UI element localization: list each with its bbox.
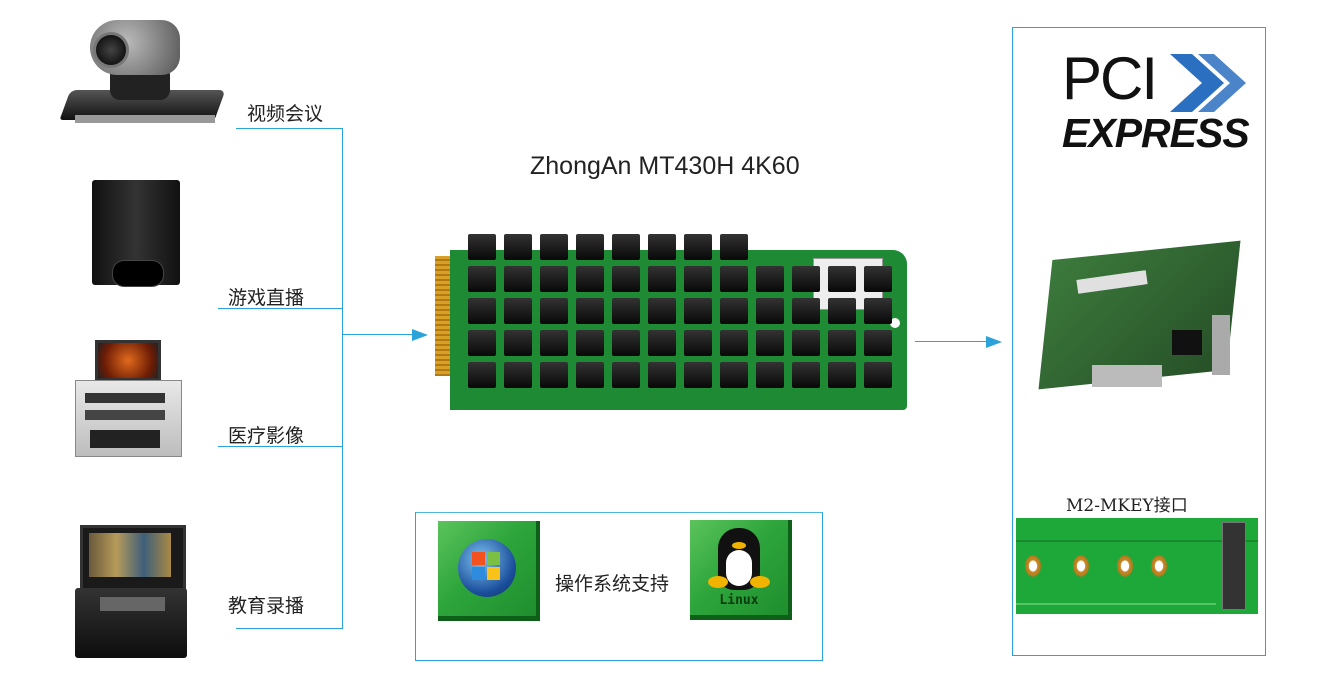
- heatsink-fin: [828, 330, 856, 356]
- output-arrow-line: [915, 341, 987, 342]
- os-support-label: 操作系统支持: [555, 573, 670, 595]
- heatsink-fin: [540, 266, 568, 292]
- m2-slot-board-image: [1016, 518, 1258, 614]
- input-arrow-line: [342, 334, 414, 335]
- video-conference-camera-image: [59, 20, 226, 130]
- product-title: ZhongAn MT430H 4K60: [530, 152, 800, 180]
- heatsink-fin: [864, 362, 892, 388]
- linux-tile: Linux: [690, 520, 792, 620]
- heatsink-fin: [648, 234, 676, 260]
- heatsink-fin: [864, 298, 892, 324]
- connector-line: [236, 128, 343, 129]
- heatsink-fin: [612, 330, 640, 356]
- heatsink-fin: [648, 266, 676, 292]
- application-label-medical-imaging: 医疗影像: [228, 425, 305, 447]
- heatsink-fin: [864, 266, 892, 292]
- capture-card-image: [435, 228, 907, 410]
- heatsink-fin: [720, 330, 748, 356]
- heatsink-fin: [792, 362, 820, 388]
- output-arrow-icon: [986, 336, 1002, 348]
- heatsink-fin: [540, 234, 568, 260]
- heatsink-fin: [612, 298, 640, 324]
- heatsink-fin: [540, 362, 568, 388]
- heatsink-fin: [468, 330, 496, 356]
- heatsink-fin: [792, 330, 820, 356]
- pci-express-logo: PCI EXPRESS: [1062, 45, 1262, 158]
- heatsink-fin: [612, 266, 640, 292]
- linux-label: Linux: [719, 593, 759, 608]
- connector-line: [236, 628, 343, 629]
- connector-vertical-line: [342, 128, 343, 629]
- m2-mkey-label: M2-MKEY接口: [1066, 496, 1188, 516]
- heatsink-fin: [576, 330, 604, 356]
- heatsink-fin: [720, 362, 748, 388]
- tux-penguin-icon: [708, 528, 770, 590]
- heatsink-fin: [468, 234, 496, 260]
- heatsink-fin: [684, 330, 712, 356]
- heatsink-fin: [576, 362, 604, 388]
- heatsink-fin: [468, 362, 496, 388]
- heatsink-fin: [756, 362, 784, 388]
- heatsink-fin: [720, 266, 748, 292]
- application-label-education-recording: 教育录播: [228, 595, 305, 617]
- game-console-image: [92, 180, 182, 290]
- application-label-video-conference: 视频会议: [247, 103, 324, 125]
- heatsink-fin: [828, 266, 856, 292]
- heatsink-fin: [612, 362, 640, 388]
- connector-line: [218, 446, 343, 447]
- host-platform-box: [1012, 27, 1266, 656]
- heatsink-fin: [756, 266, 784, 292]
- heatsink-fin: [468, 298, 496, 324]
- heatsink-fin: [504, 266, 532, 292]
- heatsink-fin: [792, 298, 820, 324]
- m2-connector-slot: [1222, 522, 1246, 610]
- input-arrow-icon: [412, 329, 428, 341]
- heatsink-fin: [648, 298, 676, 324]
- heatsink-fin: [468, 266, 496, 292]
- os-support-box: [415, 512, 823, 661]
- heatsink-fin: [720, 234, 748, 260]
- heatsink-fin: [648, 330, 676, 356]
- heatsink-fin: [684, 298, 712, 324]
- heatsink-fin: [504, 330, 532, 356]
- heatsink-fin: [504, 234, 532, 260]
- windows-tile: [438, 521, 540, 621]
- heatsink-fin: [792, 266, 820, 292]
- portable-recorder-image: [75, 525, 187, 660]
- heatsink-fin: [612, 234, 640, 260]
- heatsink-fin: [684, 266, 712, 292]
- heatsink-fin: [648, 362, 676, 388]
- heatsink-fin: [540, 330, 568, 356]
- heatsink-fin: [576, 234, 604, 260]
- heatsink-fin: [756, 330, 784, 356]
- heatsink-fin: [576, 298, 604, 324]
- heatsink-fin: [756, 298, 784, 324]
- motherboard-image: [1022, 235, 1257, 410]
- connector-line: [218, 308, 343, 309]
- heatsink-fin: [576, 266, 604, 292]
- heatsink-fin: [684, 234, 712, 260]
- heatsink-fin: [504, 362, 532, 388]
- heatsink-fin: [504, 298, 532, 324]
- windows-logo-icon: [458, 539, 516, 597]
- heatsink-fin: [828, 362, 856, 388]
- heatsink-fin: [720, 298, 748, 324]
- heatsink-fin: [684, 362, 712, 388]
- heatsink-fin: [828, 298, 856, 324]
- heatsink-fin: [864, 330, 892, 356]
- heatsink-fin: [540, 298, 568, 324]
- pci-chevron-icon: [1170, 54, 1246, 112]
- medical-cart-image: [70, 335, 185, 465]
- application-label-game-streaming: 游戏直播: [228, 287, 305, 309]
